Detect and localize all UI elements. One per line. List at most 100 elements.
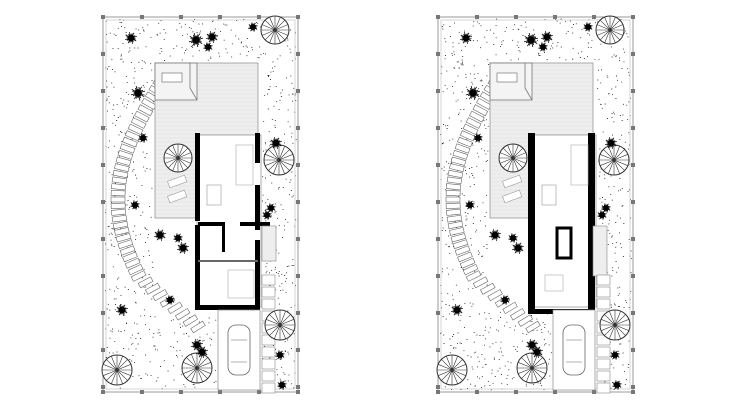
shed-fireplace xyxy=(161,72,183,83)
sun-lounger xyxy=(167,189,188,204)
paver-stone xyxy=(449,163,465,173)
fence-post xyxy=(514,15,518,19)
paver-stone xyxy=(115,233,132,243)
shrub-core xyxy=(492,232,498,238)
fence-post xyxy=(101,89,105,93)
shrub-core xyxy=(180,245,186,251)
paver-stone xyxy=(145,282,161,295)
shrub-symbol xyxy=(523,32,539,48)
paver-stone xyxy=(127,123,144,136)
fence-post xyxy=(101,163,105,167)
fence-post xyxy=(631,15,635,19)
paver-stone xyxy=(115,156,132,166)
fence-post xyxy=(101,390,105,394)
tree-branches xyxy=(164,144,192,172)
shrub-symbol xyxy=(125,32,137,44)
site-boundary xyxy=(437,16,634,393)
paver-stone xyxy=(445,189,461,197)
fence-post xyxy=(296,200,300,204)
shrub-symbol xyxy=(248,22,258,32)
paver-stone xyxy=(110,189,126,197)
paver-stone xyxy=(190,320,206,334)
fence-post xyxy=(436,311,440,315)
paver-stone xyxy=(137,276,154,289)
paver-stone xyxy=(446,214,463,223)
tree-symbol xyxy=(436,354,468,386)
site-boundary-inner xyxy=(105,19,296,390)
fence-post xyxy=(101,385,105,389)
shrub-core xyxy=(176,236,180,240)
shrub-core xyxy=(541,45,545,49)
shrub-symbol xyxy=(512,242,524,254)
shrub-core xyxy=(586,25,590,29)
tree-symbol xyxy=(181,352,213,384)
house-wall xyxy=(240,222,270,226)
shrub-core xyxy=(608,140,614,146)
shrub-symbol xyxy=(612,380,622,390)
shrub-symbol xyxy=(173,233,183,243)
shrub-symbol xyxy=(116,304,128,316)
shrub-symbol xyxy=(203,42,213,52)
fence-post xyxy=(101,52,105,56)
shrub-symbol xyxy=(465,85,481,101)
shrub-core xyxy=(280,383,284,387)
tree-branches xyxy=(600,310,630,340)
shrub-symbol xyxy=(270,137,282,149)
site-boundary xyxy=(102,16,299,393)
fence-post xyxy=(101,311,105,315)
shed-fireplace xyxy=(496,72,518,83)
tree-branches xyxy=(102,355,132,385)
fence-post xyxy=(296,163,300,167)
fence-post xyxy=(101,126,105,130)
paver-stone xyxy=(525,320,541,334)
tree-branches xyxy=(499,144,527,172)
tree-symbol xyxy=(101,354,133,386)
paver-stone xyxy=(174,308,191,321)
fence-post xyxy=(475,15,479,19)
paver-stone xyxy=(446,183,462,191)
fence-post xyxy=(631,274,635,278)
paver-stone xyxy=(459,130,476,142)
shrub-symbol xyxy=(188,32,204,48)
fence-post xyxy=(257,390,261,394)
paver-stone xyxy=(114,226,130,236)
paver-stone xyxy=(450,156,467,166)
shrub-symbol xyxy=(165,295,175,305)
paver-stone xyxy=(445,196,461,203)
paver-stone xyxy=(450,233,467,243)
paver-stone xyxy=(472,276,489,289)
paver-stone xyxy=(111,208,127,216)
shrub-symbol xyxy=(473,133,483,143)
fence-post xyxy=(631,390,635,394)
shrub-core xyxy=(278,353,282,357)
shrub-core xyxy=(613,353,617,357)
shrub-symbol xyxy=(597,210,607,220)
site-plan-right xyxy=(436,15,635,394)
fence-post xyxy=(179,15,183,19)
fence-post xyxy=(631,237,635,241)
fence-post xyxy=(436,15,440,19)
car-windows xyxy=(231,339,247,363)
fence-post xyxy=(631,385,635,389)
tree-symbol xyxy=(598,144,630,176)
shrub-symbol xyxy=(275,350,285,360)
side-paver xyxy=(596,298,611,310)
fence-post xyxy=(101,200,105,204)
shrub-symbol xyxy=(601,203,611,213)
shrub-core xyxy=(470,90,476,96)
shrub-symbol xyxy=(451,304,463,316)
tree-symbol xyxy=(516,352,548,384)
paver-stone xyxy=(462,263,479,276)
shrub-core xyxy=(119,307,125,313)
fence-post xyxy=(436,89,440,93)
fence-post xyxy=(140,15,144,19)
shrub-core xyxy=(615,383,619,387)
fence-post xyxy=(631,200,635,204)
paver-stone xyxy=(452,239,469,250)
house-wall xyxy=(255,185,260,230)
sun-lounger xyxy=(167,174,188,189)
site-plan-left xyxy=(101,15,300,394)
fence-post xyxy=(436,163,440,167)
tree-symbol xyxy=(498,143,528,173)
fence-post xyxy=(101,274,105,278)
